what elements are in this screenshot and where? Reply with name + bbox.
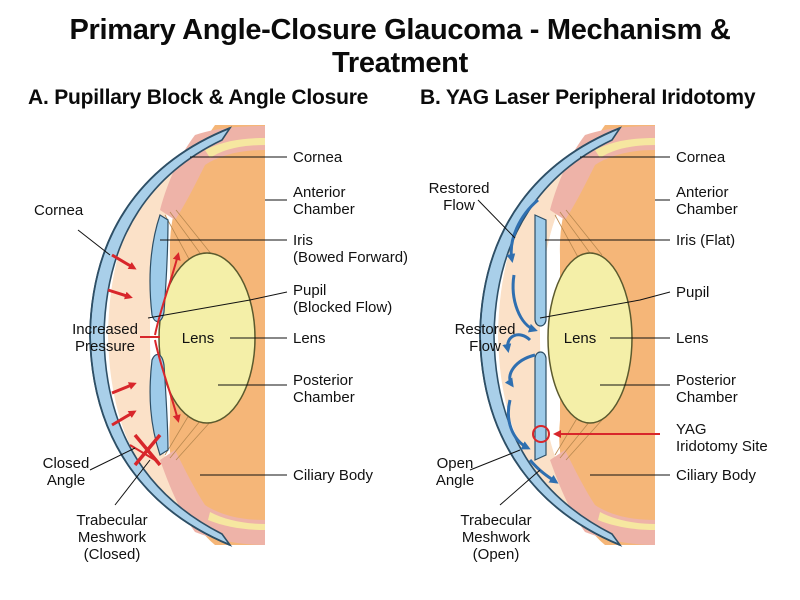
label-lens-a: Lens — [293, 330, 326, 347]
leader-lines-b — [469, 156, 671, 506]
label-lens-b: Lens — [676, 330, 709, 347]
yag-site-marker — [532, 425, 550, 443]
label-lens-inside-a: Lens — [181, 330, 215, 347]
label-iris-a: Iris (Bowed Forward) — [293, 232, 409, 266]
label-open-angle: Open Angle — [435, 455, 475, 489]
label-anterior-chamber-a: Anterior Chamber — [293, 184, 355, 218]
label-lens-inside-b: Lens — [563, 330, 597, 347]
iris-lower-a — [149, 354, 169, 456]
sclera-bottom-a — [160, 450, 265, 545]
label-restored-flow-top: Restored Flow — [428, 180, 490, 214]
closed-angle-x-icon — [133, 433, 162, 467]
blocked-flow-arrow-a — [154, 252, 181, 336]
label-posterior-chamber-a: Posterior Chamber — [293, 372, 355, 406]
label-cornea-a: Cornea — [293, 149, 343, 166]
sclera-bottom-b — [550, 450, 655, 545]
page-title: Primary Angle-Closure Glaucoma - Mechani… — [69, 14, 731, 79]
label-ciliary-body-a: Ciliary Body — [293, 467, 374, 484]
panel-a-title: A. Pupillary Block & Angle Closure — [28, 86, 369, 109]
label-pupil-b: Pupil — [676, 284, 710, 301]
panel-b-title: B. YAG Laser Peripheral Iridotomy — [420, 86, 756, 109]
label-ciliary-body-b: Ciliary Body — [676, 467, 757, 484]
label-cornea-b: Cornea — [676, 149, 726, 166]
leader-lines-a — [77, 156, 288, 506]
sclera-bottom-yellow-a — [208, 512, 265, 530]
label-cornea-left-a: Cornea — [34, 202, 84, 219]
iris-upper-b — [534, 214, 547, 327]
pressure-arrows-a — [107, 253, 137, 427]
label-trabecular-a: Trabecular Meshwork (Closed) — [76, 512, 148, 563]
label-yag-site: YAG Iridotomy Site — [676, 421, 768, 455]
sclera-top-yellow-a — [205, 138, 265, 158]
label-posterior-chamber-b: Posterior Chamber — [676, 372, 738, 406]
label-closed-angle: Closed Angle — [42, 455, 90, 489]
iris-lower-b — [534, 351, 547, 461]
label-pupil-a: Pupil (Blocked Flow) — [293, 282, 393, 316]
flow-arrows-b — [502, 198, 559, 484]
anterior-chamber-b — [498, 130, 620, 540]
label-restored-flow-mid: Restored Flow — [454, 321, 516, 355]
label-increased-pressure: Increased Pressure — [72, 321, 138, 355]
label-iris-b: Iris (Flat) — [676, 232, 736, 249]
label-anterior-chamber-b: Anterior Chamber — [676, 184, 738, 218]
eye-diagram-b — [479, 125, 660, 547]
label-trabecular-b: Trabecular Meshwork (Open) — [460, 512, 532, 563]
